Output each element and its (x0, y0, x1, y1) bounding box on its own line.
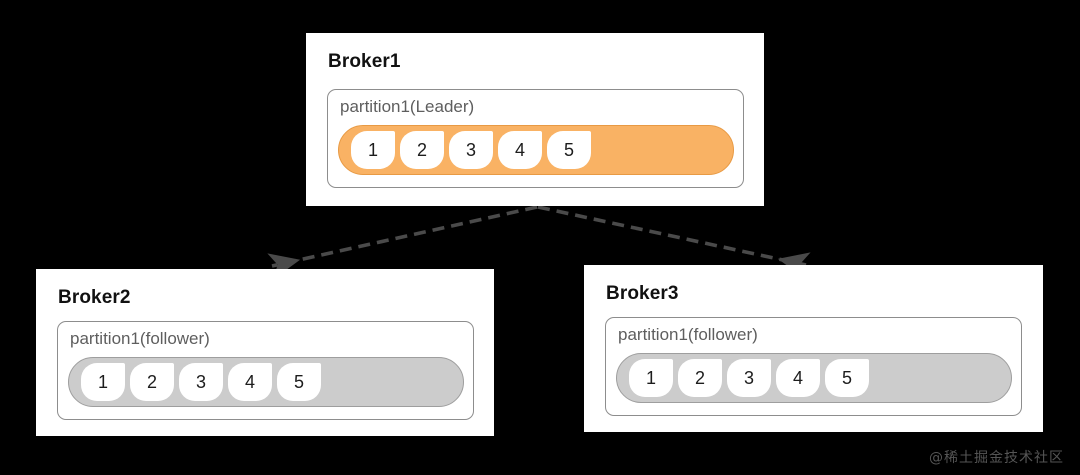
partition-label-broker2: partition1(follower) (70, 329, 210, 348)
broker-title-broker2: Broker2 (58, 287, 131, 308)
message-chip: 2 (678, 359, 722, 397)
message-chip: 1 (81, 363, 125, 401)
partition-box-broker3: partition1(follower) 1 2 3 4 5 (605, 317, 1022, 416)
message-chip: 3 (727, 359, 771, 397)
partition-label-broker1: partition1(Leader) (340, 97, 475, 116)
message-chip: 2 (400, 131, 444, 169)
replication-arrow-right (537, 205, 811, 279)
message-chip: 1 (629, 359, 673, 397)
broker-title-broker3: Broker3 (606, 283, 679, 304)
broker-card-broker1: Broker1 partition1(Leader) 1 2 3 4 5 (306, 33, 764, 206)
message-chip: 5 (547, 131, 591, 169)
message-bar-broker2: 1 2 3 4 5 (68, 357, 464, 407)
message-chip: 2 (130, 363, 174, 401)
broker-title-broker1: Broker1 (328, 51, 401, 72)
message-chip: 4 (228, 363, 272, 401)
message-chip: 3 (179, 363, 223, 401)
message-chip: 4 (498, 131, 542, 169)
message-chip: 5 (825, 359, 869, 397)
watermark: @稀土掘金技术社区 (929, 450, 1064, 466)
partition-label-broker3: partition1(follower) (618, 325, 758, 344)
broker-card-broker2: Broker2 partition1(follower) 1 2 3 4 5 (36, 269, 494, 436)
message-chip: 5 (277, 363, 321, 401)
partition-box-broker1: partition1(Leader) 1 2 3 4 5 (327, 89, 744, 188)
message-chip: 3 (449, 131, 493, 169)
message-bar-broker1: 1 2 3 4 5 (338, 125, 734, 175)
message-bar-broker3: 1 2 3 4 5 (616, 353, 1012, 403)
replication-arrow-left (267, 205, 538, 280)
broker-card-broker3: Broker3 partition1(follower) 1 2 3 4 5 (584, 265, 1043, 432)
message-chip: 1 (351, 131, 395, 169)
partition-box-broker2: partition1(follower) 1 2 3 4 5 (57, 321, 474, 420)
message-chip: 4 (776, 359, 820, 397)
